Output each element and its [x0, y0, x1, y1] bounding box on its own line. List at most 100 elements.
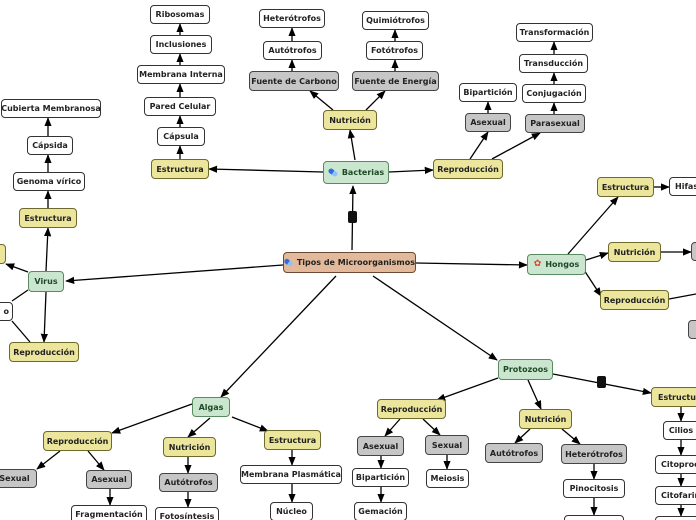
heterotrofos-node[interactable]: Heterótrofos [259, 9, 325, 28]
bacterias-reproduccion-node[interactable]: Reproducción [433, 159, 503, 179]
algas-autotrofos-node[interactable]: Autótrofos [159, 473, 218, 492]
bacterias-label: Bacterias [341, 168, 385, 177]
node-label: Meiosis [430, 474, 465, 483]
connector-line [43, 227, 52, 272]
connector-line [491, 132, 541, 160]
protozoos-estructura-node[interactable]: Estructura [651, 387, 696, 407]
node-label: Nutrición [613, 247, 656, 257]
protozoos-reproduccion-node[interactable]: Reproducción [377, 399, 446, 419]
autotrofos-node[interactable]: Autótrofos [263, 41, 322, 60]
transformacion-node[interactable]: Transformación [516, 23, 593, 42]
cubierta-membranosa-node[interactable]: Cubierta Membranosa [1, 99, 101, 118]
node-label: Estructura [601, 182, 650, 192]
node-label: Cubierta Membranosa [1, 104, 101, 113]
gemacion-node[interactable]: Gemación [354, 502, 407, 520]
virus-node[interactable]: Virus [28, 271, 64, 292]
protozoos-asexual-node[interactable]: Asexual [357, 436, 404, 456]
node-label: Nutrición [329, 115, 371, 125]
hongos-reproduccion-child-partial[interactable] [688, 320, 696, 339]
virus-left-partial-leaf[interactable]: o [0, 302, 13, 321]
pared-celular-node[interactable]: Pared Celular [144, 97, 216, 116]
virus-estructura-node[interactable]: Estructura [19, 208, 77, 228]
hongos-nutricion-node[interactable]: Nutrición [608, 242, 661, 262]
hongos-nutricion-child-partial[interactable] [691, 242, 696, 261]
genoma-virico-node[interactable]: Genoma vírico [13, 172, 85, 191]
membrana-plasmatica-node[interactable]: Membrana Plasmática [240, 465, 342, 484]
connector-line [668, 293, 696, 300]
node-label: Pinocitosis [569, 484, 619, 493]
meiosis-node[interactable]: Meiosis [426, 469, 469, 488]
hongos-reproduccion-node[interactable]: Reproducción [600, 290, 669, 310]
root-node[interactable]: Tipos de Microorganismos [283, 252, 416, 273]
pinocitosis-node[interactable]: Pinocitosis [563, 479, 625, 498]
pinocitosis-child-partial[interactable] [564, 515, 624, 520]
protozoos-collapse-handle[interactable] [597, 376, 606, 388]
fuente-carbono-node[interactable]: Fuente de Carbono [249, 71, 339, 91]
connector-line [187, 417, 211, 438]
node-label: Nutrición [168, 442, 211, 452]
fuente-energia-node[interactable]: Fuente de Energía [352, 71, 439, 91]
root-label: Tipos de Microorganismos [296, 258, 415, 267]
virus-left-partial-node[interactable] [0, 244, 6, 264]
bacterias-node[interactable]: Bacterias [323, 161, 389, 184]
protozoos-label: Protozoos [502, 365, 549, 374]
fragmentacion-node[interactable]: Fragmentación [71, 505, 147, 520]
capsida-node[interactable]: Cápsida [27, 136, 73, 155]
node-label: Genoma vírico [16, 177, 82, 186]
hongos-estructura-node[interactable]: Estructura [597, 177, 654, 197]
algas-node[interactable]: Algas [192, 397, 230, 417]
parasexual-node[interactable]: Parasexual [525, 114, 585, 133]
connector-line [111, 403, 193, 434]
node-label: Transducción [523, 59, 584, 68]
protozoos-sexual-node[interactable]: Sexual [425, 435, 469, 455]
cilios-node[interactable]: Cilios [663, 421, 696, 440]
algas-asexual-node[interactable]: Asexual [86, 470, 132, 489]
node-label: Membrana Plasmática [241, 470, 341, 479]
ribosomas-node[interactable]: Ribosomas [150, 5, 210, 24]
hongos-node[interactable]: ✿ Hongos [527, 254, 586, 275]
bacterias-asexual-node[interactable]: Asexual [465, 113, 511, 132]
inclusiones-node[interactable]: Inclusiones [150, 35, 212, 54]
connector-line [585, 252, 609, 261]
quimiotrofos-node[interactable]: Quimiótrofos [362, 11, 429, 30]
fotosintesis-node[interactable]: Fotosíntesis [155, 507, 219, 520]
node-label: Asexual [470, 118, 506, 127]
membrana-interna-node[interactable]: Membrana Interna [137, 65, 225, 84]
virus-reproduccion-node[interactable]: Reproducción [9, 342, 79, 362]
connector-line [87, 450, 105, 471]
node-label: Reproducción [437, 164, 499, 174]
connector-line [365, 90, 386, 111]
algas-sexual-node[interactable]: Sexual [0, 469, 37, 488]
bacterias-nutricion-node[interactable]: Nutrición [323, 110, 377, 130]
citoproct-node[interactable]: Citoproct [655, 455, 696, 474]
node-label: Cilios [668, 426, 694, 435]
protozoos-estructura-child-partial[interactable] [655, 516, 696, 520]
capsula-node[interactable]: Cápsula [157, 127, 205, 146]
nucleo-node[interactable]: Núcleo [270, 502, 313, 520]
virus-label: Virus [34, 277, 58, 286]
hongos-label: Hongos [545, 260, 580, 269]
bacterias-collapse-handle[interactable] [348, 211, 357, 223]
node-label: Heterótrofos [565, 449, 623, 459]
fototrofos-node[interactable]: Fotótrofos [366, 41, 423, 60]
protozoos-autotrofos-node[interactable]: Autótrofos [485, 443, 543, 463]
bacterias-estructura-node[interactable]: Estructura [151, 159, 209, 179]
connector-line [422, 418, 441, 436]
bacterias-biparticion-node[interactable]: Bipartición [459, 83, 517, 102]
algas-nutricion-node[interactable]: Nutrición [163, 437, 216, 457]
connector-line [527, 379, 542, 410]
node-label: Ribosomas [155, 10, 205, 19]
node-label: Fragmentación [75, 510, 143, 519]
protozoos-biparticion-node[interactable]: Bipartición [352, 468, 409, 487]
protozoos-nutricion-node[interactable]: Nutrición [519, 409, 572, 429]
protozoos-heterotrofos-node[interactable]: Heterótrofos [561, 444, 627, 464]
transduccion-node[interactable]: Transducción [519, 54, 588, 73]
node-label: Heterótrofos [263, 14, 321, 23]
algas-reproduccion-node[interactable]: Reproducción [43, 431, 112, 451]
protozoos-node[interactable]: Protozoos [498, 359, 553, 380]
hifas-node[interactable]: Hifas [669, 177, 696, 196]
algas-estructura-node[interactable]: Estructura [264, 430, 321, 450]
citofaringe-node[interactable]: Citofaringe [655, 486, 696, 505]
conjugacion-node[interactable]: Conjugación [522, 84, 586, 103]
